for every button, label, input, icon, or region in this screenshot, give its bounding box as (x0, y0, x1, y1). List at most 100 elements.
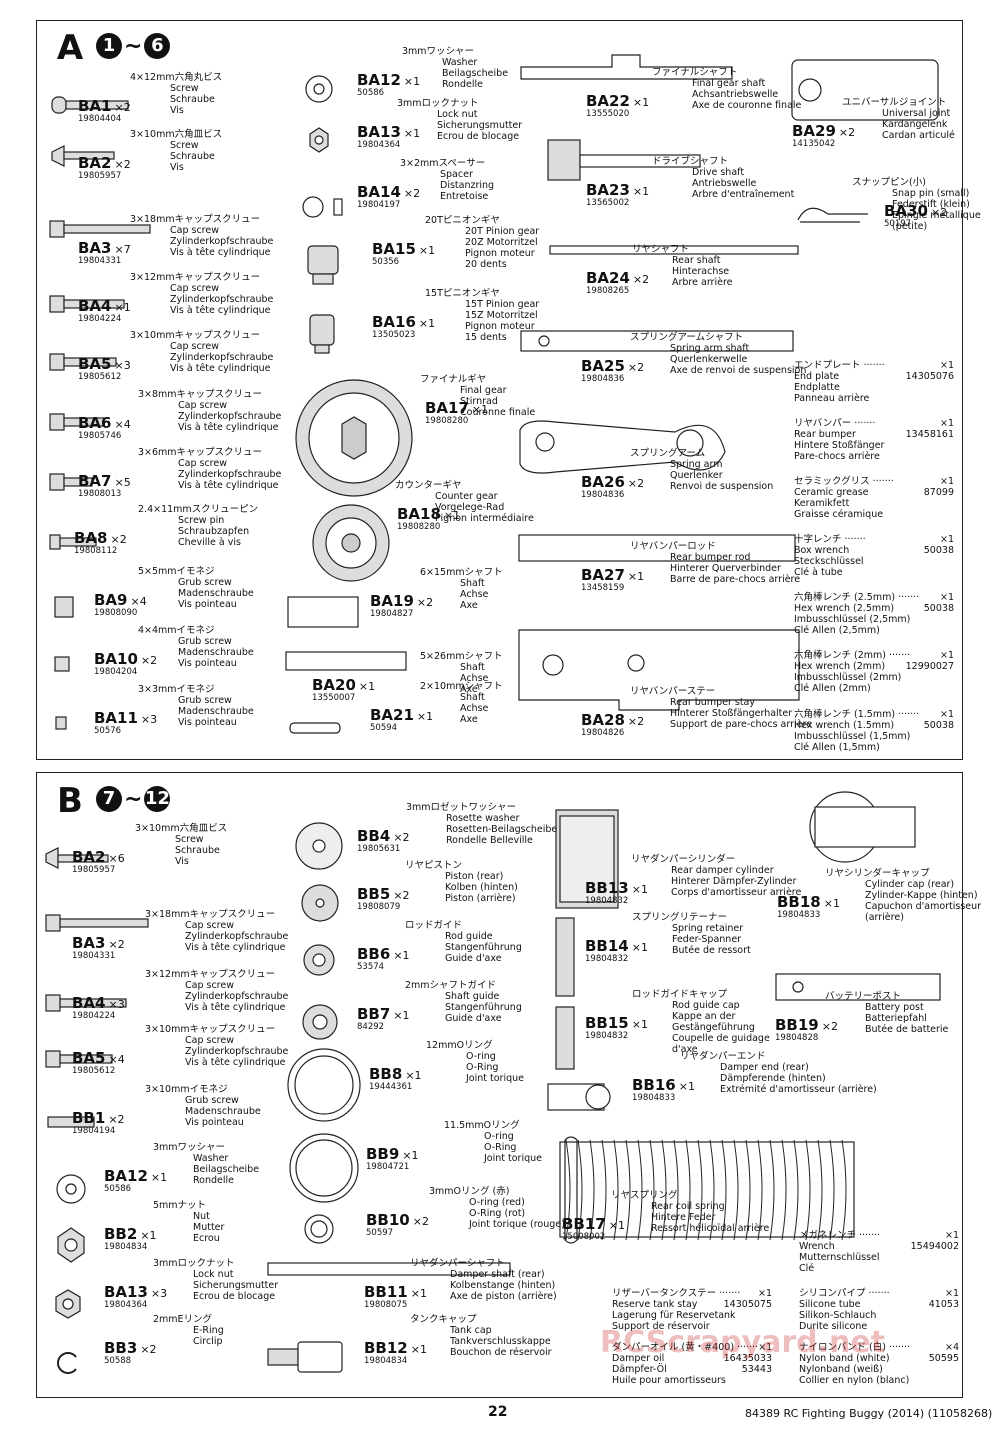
part-name-line: Axe de piston (arrière) (450, 1291, 557, 1302)
accessory-jp-name: ダンパーオイル (黄・#400) ······· (612, 1342, 759, 1353)
part-name-line: 3×10mmイモネジ (145, 1084, 228, 1095)
part-name-line: Hinterer Stoßfängerhalter (670, 708, 793, 719)
part-name-line: Final gear (460, 385, 507, 396)
part-name-line: Hinterer Querverbinder (670, 563, 781, 574)
part-name-line: Kolben (hinten) (445, 882, 518, 893)
part-name-line: 3mmロックナット (153, 1258, 235, 1269)
part-quantity: ×1 (678, 1080, 695, 1093)
part-number: 19808079 (357, 902, 401, 912)
part-name-line: Rod guide (445, 931, 493, 942)
manual-title: 84389 RC Fighting Buggy (2014) (11058268… (745, 1407, 993, 1420)
part-quantity: ×1 (410, 1287, 427, 1300)
accessory-name-line: Damper oil (612, 1353, 665, 1364)
section-a-steps: 1~6 (96, 33, 171, 59)
accessory-part-number: 50038 (923, 720, 954, 731)
accessory-quantity: ×1 (939, 476, 954, 487)
part-code-label: BB19 (775, 1016, 819, 1034)
part-quantity: ×2 (416, 596, 434, 609)
part-name-line: Pignon moteur (465, 321, 535, 332)
accessory-quantity: ×1 (944, 1288, 959, 1299)
accessory-name-line: End plate (794, 371, 840, 382)
part-name-line: リヤバンパーステー (630, 686, 716, 697)
part-name-line: Dämpferende (hinten) (720, 1073, 826, 1084)
part-name-line: 3×6mmキャップスクリュー (138, 447, 263, 458)
part-name-line: Axe (460, 600, 478, 611)
part-number: 50597 (366, 1228, 394, 1238)
part-name-line: 2×10mmシャフト (420, 681, 503, 692)
part-name-line: Cap screw (178, 458, 227, 469)
accessory-quantity: ×1 (939, 360, 954, 371)
step-from: 7 (96, 786, 122, 812)
part-name-line: Battery post (865, 1002, 924, 1013)
part-quantity: ×1 (140, 1229, 157, 1242)
part-number: 19444361 (369, 1082, 413, 1092)
part-name-line: 3×10mm六角皿ビス (135, 823, 228, 834)
part-code-label: BA3 (72, 934, 106, 952)
part-name-line: Cap screw (185, 980, 234, 991)
part-name-line: Joint torique (466, 1073, 524, 1084)
part-number: 19804197 (357, 200, 401, 210)
part-name-line: ファイナルギヤ (420, 374, 487, 385)
accessory-name-line: Imbusschlüssel (2mm) (794, 672, 902, 683)
part-code-label: BA24 (586, 269, 630, 287)
part-number: 19804331 (78, 256, 122, 266)
part-number: 19805957 (78, 171, 122, 181)
part-code-label: BA13 (104, 1283, 148, 1301)
part-code-label: BA4 (78, 297, 112, 315)
part-name-line: Vis pointeau (185, 1117, 244, 1128)
part-name-line: スナップピン(小) (852, 177, 926, 188)
step-to: 12 (144, 786, 171, 812)
part-name-line: Damper end (rear) (720, 1062, 809, 1073)
accessory-name-line: Clé à tube (794, 567, 843, 578)
part-name-line: Zylinder-Kappe (hinten) (865, 890, 978, 901)
part-quantity: ×2 (821, 1020, 838, 1033)
part-name-line: Rear coil spring (651, 1201, 725, 1212)
part-quantity: ×4 (114, 418, 131, 431)
part-number: 19804834 (104, 1242, 148, 1252)
accessory-name-line: Collier en nylon (blanc) (799, 1375, 910, 1386)
part-name-line: Screw (170, 83, 199, 94)
part-name-line: 15Tピニオンギヤ (425, 288, 500, 299)
part-quantity: ×2 (140, 1343, 157, 1356)
part-name-line: 11.5mmOリング (444, 1120, 520, 1131)
part-number: 19804364 (104, 1300, 148, 1310)
part-quantity: ×2 (627, 361, 645, 374)
part-code-label: BB14 (585, 937, 629, 955)
part-name-line: 20T Pinion gear (465, 226, 540, 237)
part-name-line: O-ring (red) (469, 1197, 525, 1208)
accessory-jp-name: 六角棒レンチ (2.5mm) ······· (794, 592, 920, 603)
part-code-label: BA12 (104, 1167, 148, 1185)
part-name-line: Schraube (175, 845, 220, 856)
part-code-label: BA13 (357, 123, 401, 141)
part-name-line: Stirnrad (460, 396, 498, 407)
part-name-line: 15 dents (465, 332, 507, 343)
part-number: 19808112 (74, 546, 118, 556)
part-name-line: 2.4×11mmスクリューピン (138, 504, 259, 515)
part-code-label: BB15 (585, 1014, 629, 1032)
part-number: 19808280 (425, 416, 469, 426)
part-name-line: (arrière) (865, 912, 904, 923)
section-b-letter: B (53, 783, 87, 819)
accessory-name-line: Pare-chocs arrière (794, 451, 880, 462)
